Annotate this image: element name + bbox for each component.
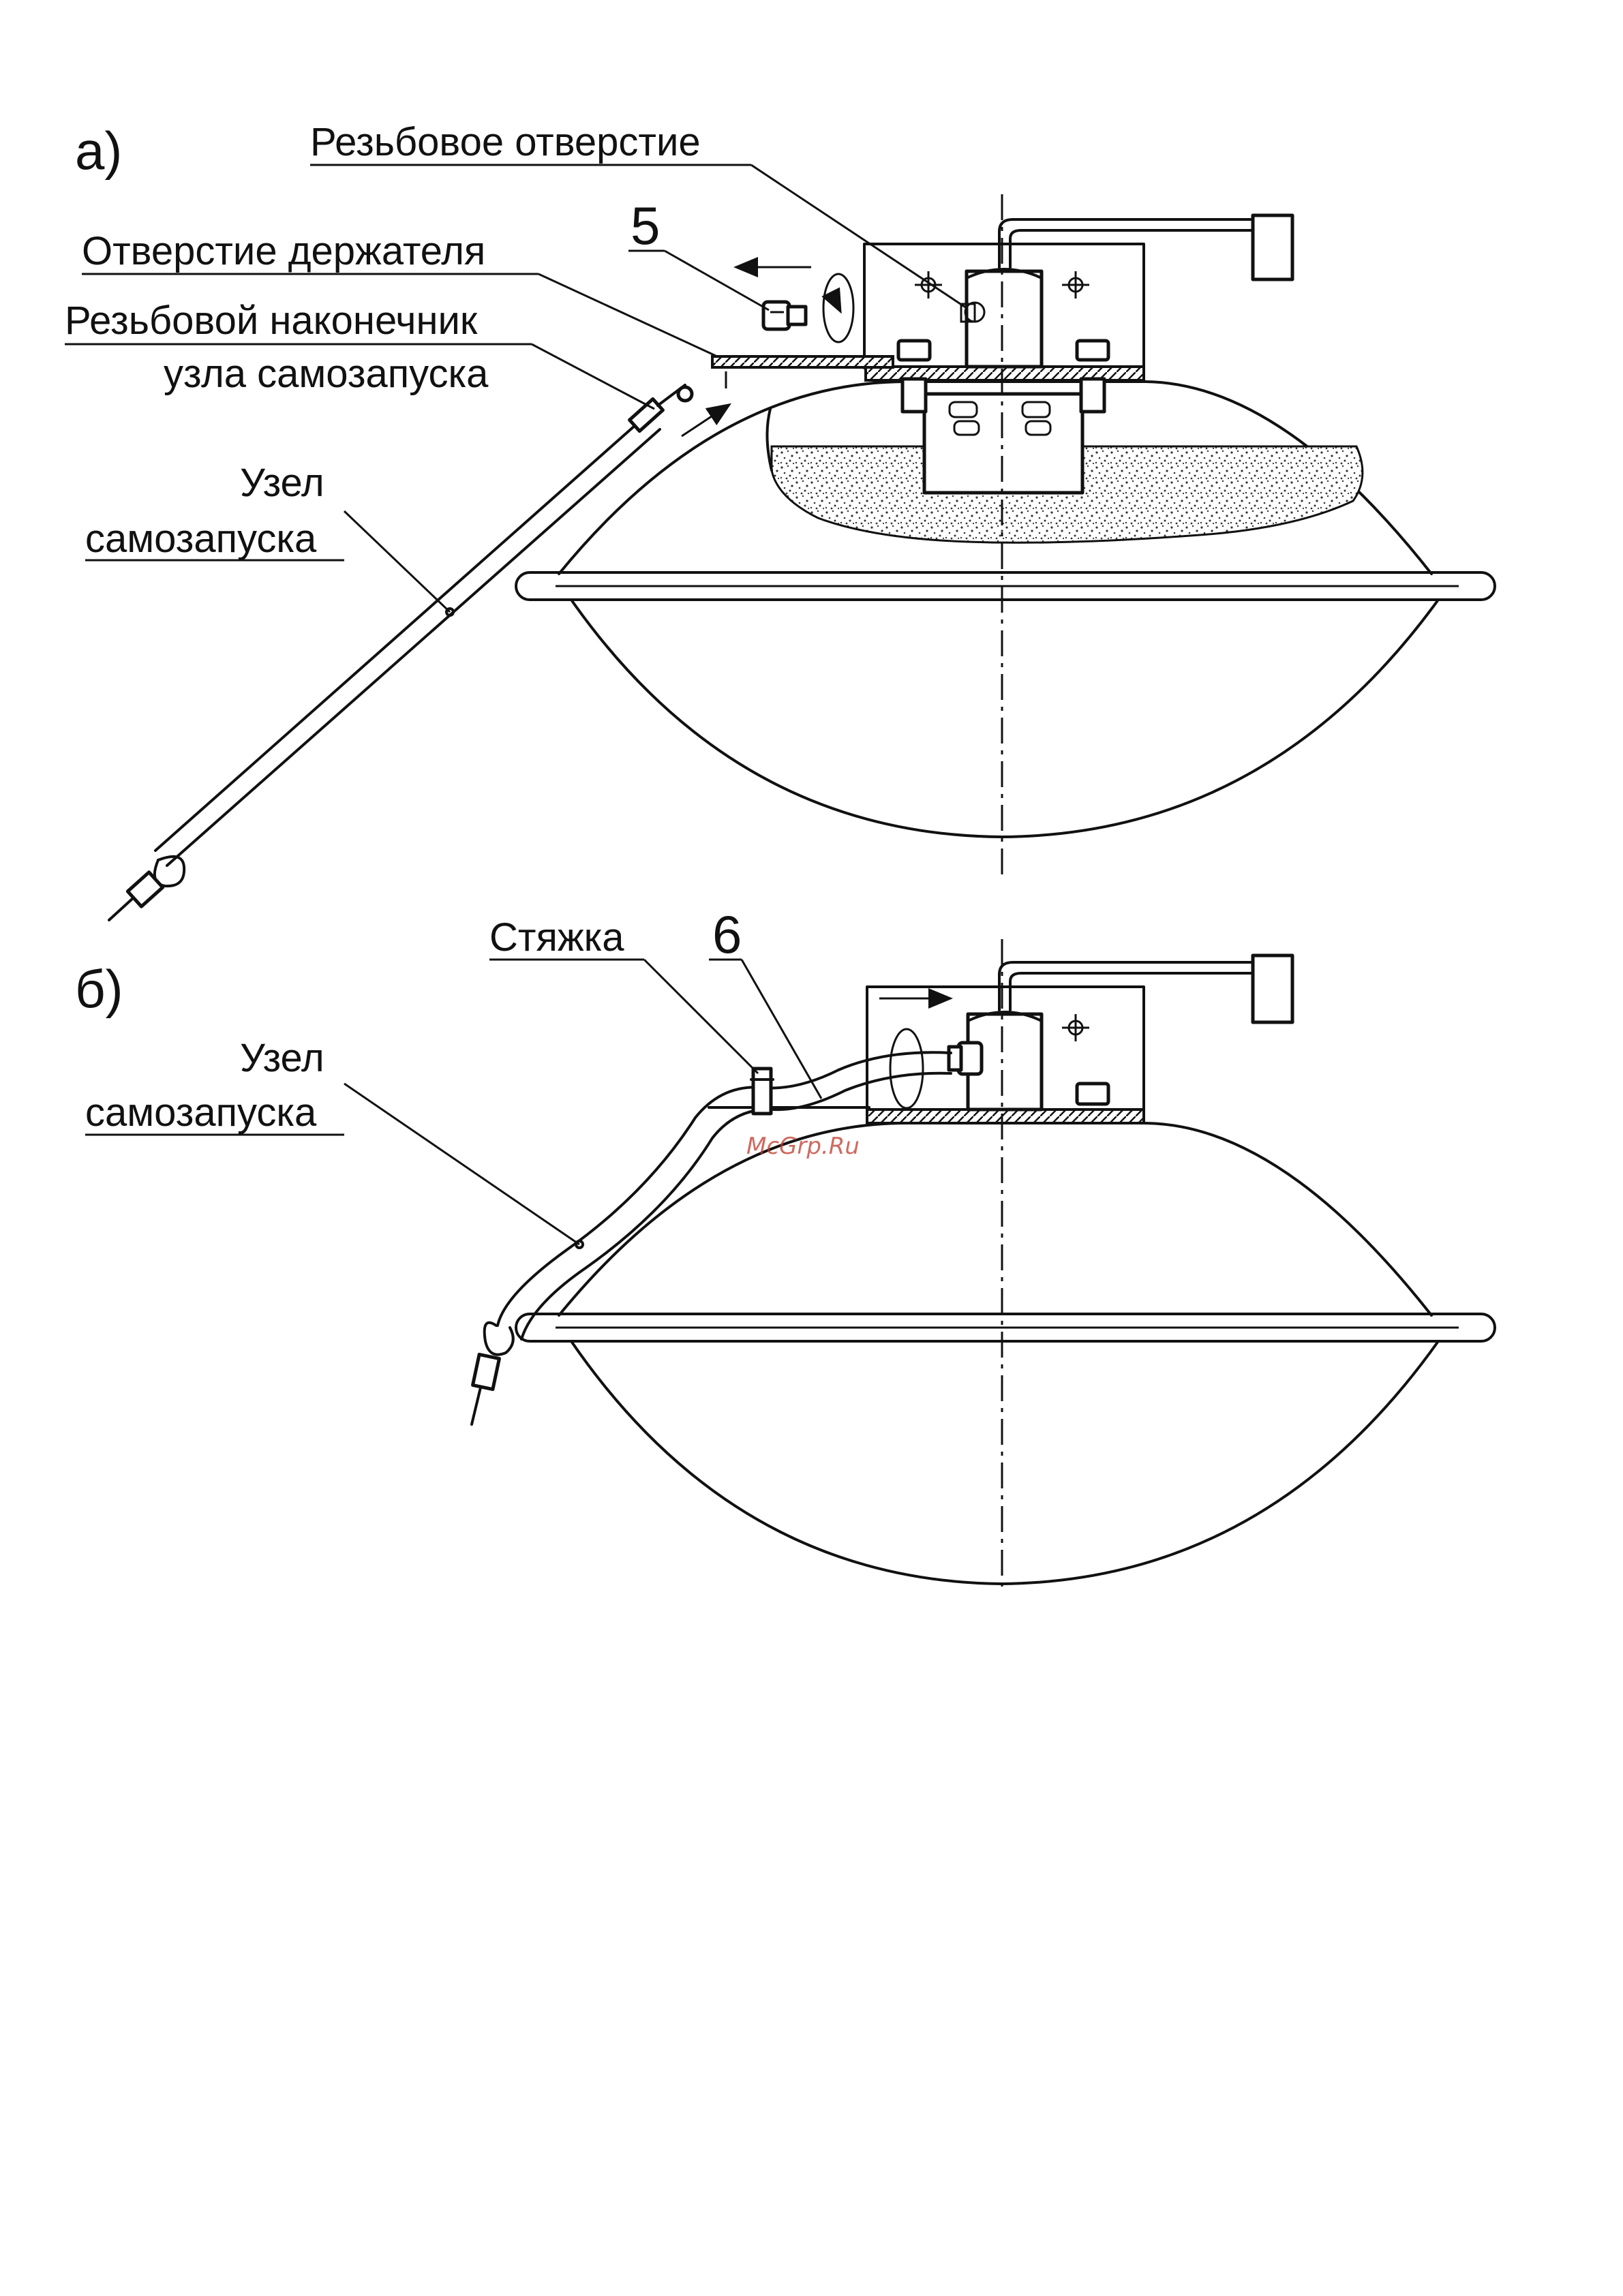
label-holder-hole: Отверстие держателя [82, 229, 485, 273]
panel-a-hole-right [1062, 271, 1089, 299]
label-holder-hole-leader [539, 274, 716, 356]
panel-b-nut-right [1077, 1084, 1108, 1104]
panel-a-holder-arm [712, 356, 893, 367]
panel-b-threaded-tip-installed [949, 1043, 982, 1074]
panel-b-rotate-ellipse [890, 1029, 923, 1108]
panel-b-bowl-lower [571, 1341, 1438, 1584]
panel-b-hole-right [1062, 1014, 1089, 1041]
panel-a-bowl-lower [571, 600, 1438, 837]
panel-a-self-start-assembly [109, 385, 692, 920]
panel-a-socket [924, 394, 1082, 493]
panel-b-wire-lower [1010, 973, 1253, 1010]
panel-a: а) [65, 120, 1495, 920]
panel-a-cutaway-edge [767, 409, 772, 470]
label-tie-leader [644, 960, 758, 1073]
label-threaded-hole-leader [751, 165, 967, 308]
callout-5-leader [665, 251, 769, 310]
label-threaded-tip-line1: Резьбовой наконечник [65, 299, 478, 343]
label-tie: Стяжка [489, 915, 624, 960]
panel-a-ignitor [967, 271, 1042, 367]
panel-b-tie [753, 1069, 771, 1114]
label-self-start-b-line1: Узел [240, 1036, 324, 1080]
panel-b-connector-box [1253, 955, 1292, 1022]
label-threaded-tip-leader [532, 344, 654, 409]
label-self-start-b-line2: самозапуска [85, 1090, 317, 1135]
panel-b: б) [75, 904, 1495, 1593]
watermark-text: McGrp.Ru [746, 1133, 860, 1160]
panel-a-rotate-arrow [833, 296, 840, 310]
label-self-start-a-leader [344, 511, 450, 612]
label-threaded-hole: Резьбовое отверстие [310, 120, 701, 164]
panel-b-flange [867, 1109, 1144, 1123]
panel-b-letter: б) [75, 959, 123, 1019]
label-self-start-b-leader [344, 1084, 579, 1244]
panel-a-connector-box [1253, 215, 1292, 279]
panel-a-letter: а) [75, 121, 122, 181]
label-threaded-tip-line2: узла самозапуска [164, 352, 489, 396]
panel-a-wire-lower [1010, 230, 1253, 267]
label-self-start-a-line1: Узел [240, 461, 324, 505]
panel-a-threaded-plug [763, 302, 806, 329]
panel-b-dome-upper [559, 1123, 1431, 1315]
callout-6: 6 [712, 904, 742, 964]
label-self-start-a-line2: самозапуска [85, 517, 317, 561]
callout-5: 5 [631, 196, 660, 256]
